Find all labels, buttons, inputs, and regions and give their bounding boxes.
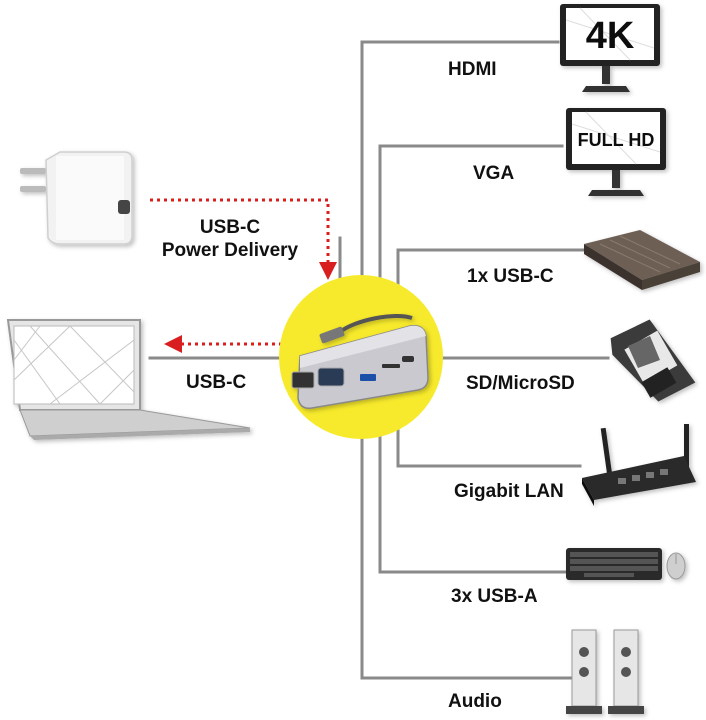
label-usba-3x: 3x USB-A [451, 586, 538, 607]
monitor-4k-icon: 4K [560, 4, 660, 92]
power-delivery-arrow [150, 198, 337, 280]
keyboard-mouse-icon [566, 548, 686, 580]
laptop-usbc-arrow [164, 335, 282, 353]
monitor-fullhd-icon: FULL HD [566, 108, 666, 196]
label-power-line2: Power Delivery [161, 240, 299, 261]
label-sd-microsd: SD/MicroSD [466, 373, 575, 394]
monitor-4k-text: 4K [586, 15, 635, 57]
laptop-icon [6, 319, 251, 440]
speakers-icon [566, 629, 644, 714]
sd-card-icon [610, 319, 696, 402]
label-hdmi: HDMI [448, 59, 497, 80]
label-power-line1: USB-C [199, 217, 261, 238]
external-drive-icon [584, 230, 700, 290]
label-vga: VGA [473, 163, 515, 184]
usb-hub-icon [291, 313, 429, 410]
label-usbc-1x: 1x USB-C [467, 266, 554, 287]
label-gigabit-lan: Gigabit LAN [454, 481, 564, 502]
label-usbc-laptop: USB-C [186, 372, 247, 393]
label-audio: Audio [448, 691, 502, 712]
router-icon [582, 424, 696, 506]
monitor-fullhd-text: FULL HD [578, 130, 655, 150]
power-adapter-icon [20, 151, 133, 245]
